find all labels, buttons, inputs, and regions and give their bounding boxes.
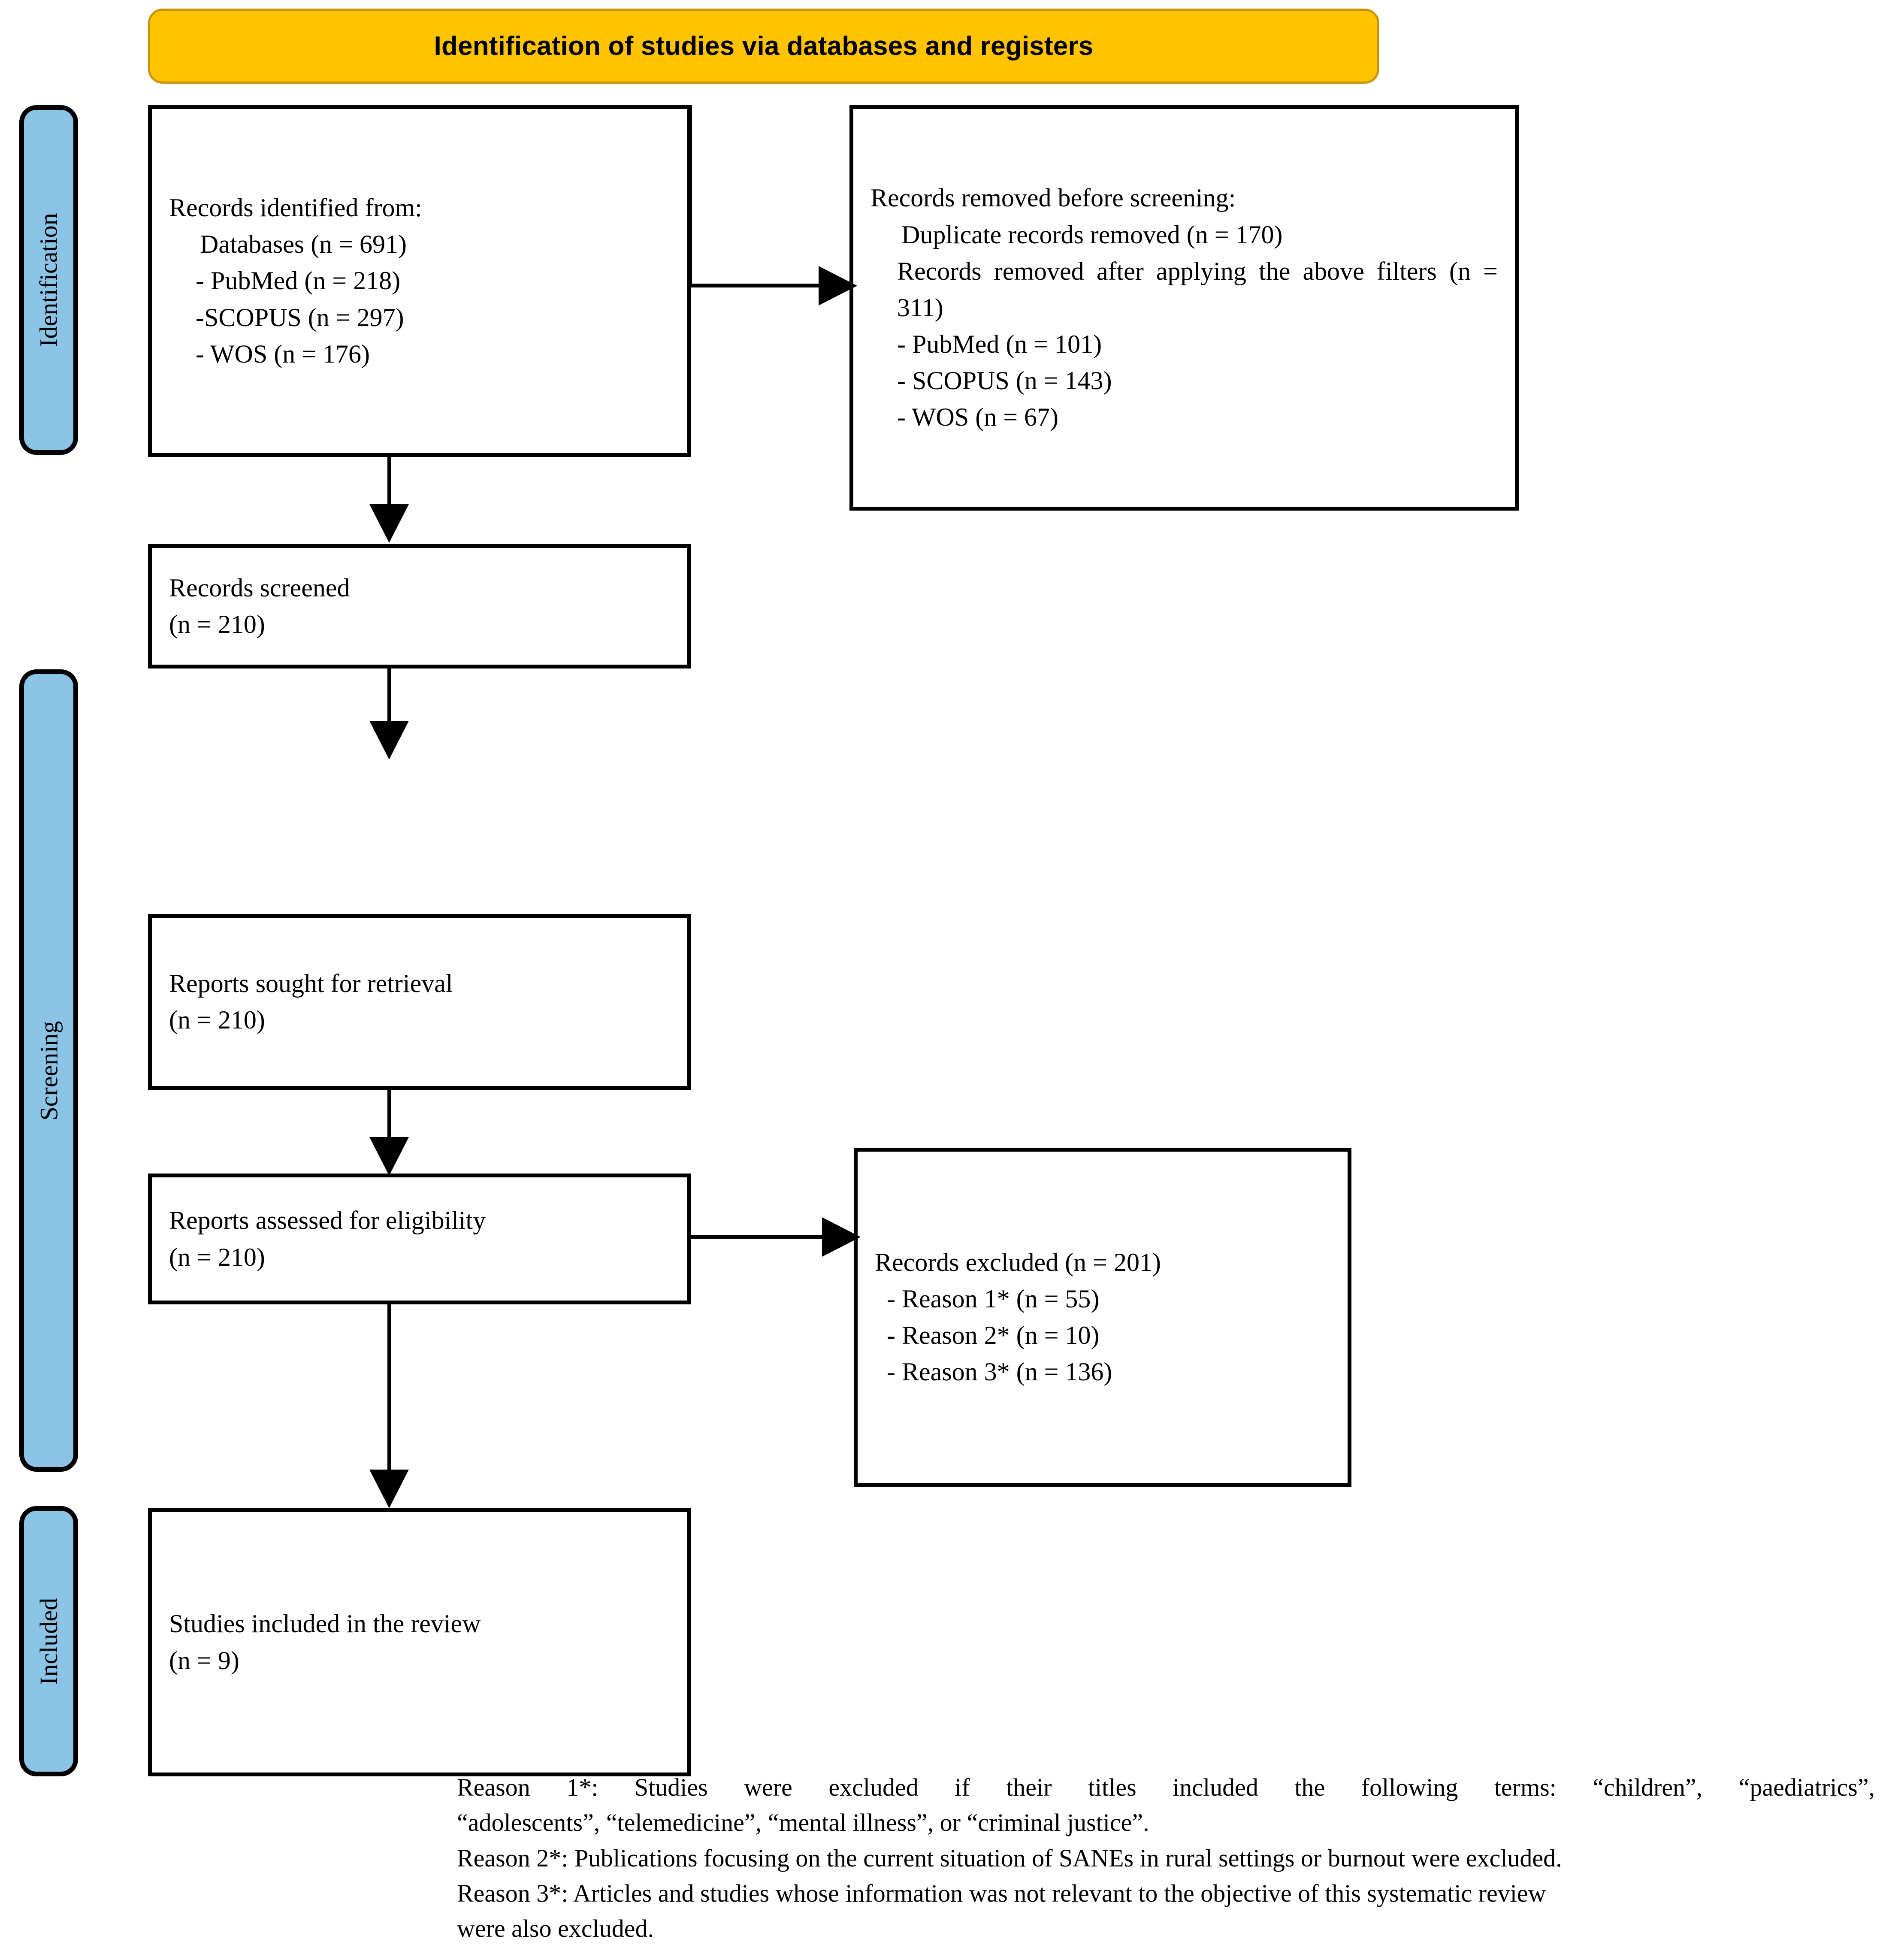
studies-included-count: (n = 9) — [169, 1646, 239, 1675]
footnote-reason-3-cont: were also excluded. — [457, 1915, 654, 1943]
diagram-title-banner: Identification of studies via databases … — [148, 9, 1379, 84]
connector-identified-to-screened-line — [387, 457, 391, 505]
records-identified-wos: - WOS (n = 176) — [196, 339, 370, 368]
reports-sought-label: Reports sought for retrieval — [169, 969, 453, 998]
footnote-reason-3: Reason 3*: Articles and studies whose in… — [457, 1879, 1546, 1908]
footnote-reason-1: Reason 1*: Studies were excluded if thei… — [457, 1773, 1875, 1801]
connector-identified-to-screened-arrowhead — [369, 504, 409, 543]
phase-label-screening: Screening — [19, 669, 78, 1472]
records-removed-wos: - WOS (n = 67) — [897, 403, 1059, 432]
reports-sought-count: (n = 210) — [169, 1006, 265, 1034]
connector-assessed-to-excluded-line — [691, 1235, 825, 1239]
records-removed-pubmed: - PubMed (n = 101) — [897, 330, 1102, 359]
box-studies-included: Studies included in the review (n = 9) — [148, 1508, 691, 1776]
connector-screened-to-sought-line — [387, 668, 391, 722]
connector-identified-to-removed-arrowhead — [819, 266, 857, 305]
records-identified-databases: Databases (n = 691) — [200, 230, 407, 259]
records-removed-duplicates: Duplicate records removed (n = 170) — [901, 220, 1283, 249]
phase-label-included: Included — [19, 1506, 78, 1776]
records-screened-label: Records screened — [169, 573, 350, 602]
footnotes: Reason 1*: Studies were excluded if thei… — [457, 1770, 1875, 1947]
records-removed-heading: Records removed before screening: — [870, 184, 1236, 212]
connector-assessed-to-excluded-arrowhead — [822, 1217, 861, 1257]
footnote-reason-1-cont: “adolescents”, “telemedicine”, “mental i… — [457, 1809, 1149, 1837]
phase-label-screening-text: Screening — [35, 1021, 63, 1120]
connector-sought-to-assessed-line — [387, 1090, 391, 1140]
records-identified-scopus: -SCOPUS (n = 297) — [196, 303, 404, 332]
connector-assessed-to-included-arrowhead — [369, 1470, 409, 1508]
box-records-excluded: Records excluded (n = 201) - Reason 1* (… — [854, 1148, 1351, 1487]
records-identified-pubmed: - PubMed (n = 218) — [196, 266, 401, 295]
studies-included-label: Studies included in the review — [169, 1609, 481, 1638]
footnote-reason-2: Reason 2*: Publications focusing on the … — [457, 1844, 1562, 1872]
connector-identified-to-removed-line — [688, 284, 821, 287]
records-screened-count: (n = 210) — [169, 610, 265, 638]
records-excluded-heading: Records excluded (n = 201) — [875, 1248, 1161, 1276]
connector-assessed-to-included-line — [387, 1304, 391, 1472]
records-excluded-reason-2: - Reason 2* (n = 10) — [887, 1321, 1100, 1349]
records-removed-scopus: - SCOPUS (n = 143) — [897, 366, 1112, 395]
diagram-title-text: Identification of studies via databases … — [434, 31, 1094, 61]
box-records-removed: Records removed before screening: Duplic… — [849, 105, 1519, 511]
box-reports-assessed: Reports assessed for eligibility (n = 21… — [148, 1174, 691, 1304]
phase-label-identification-text: Identification — [35, 213, 63, 347]
reports-assessed-label: Reports assessed for eligibility — [169, 1206, 486, 1235]
box-records-identified: Records identified from: Databases (n = … — [148, 105, 691, 457]
phase-label-included-text: Included — [35, 1597, 63, 1685]
box-reports-sought: Reports sought for retrieval (n = 210) — [148, 914, 691, 1090]
connector-screened-to-sought-arrowhead — [369, 721, 409, 759]
phase-label-identification: Identification — [19, 105, 78, 455]
records-excluded-reason-1: - Reason 1* (n = 55) — [887, 1284, 1100, 1313]
box-records-screened: Records screened (n = 210) — [148, 544, 691, 668]
reports-assessed-count: (n = 210) — [169, 1243, 265, 1271]
records-identified-heading: Records identified from: — [169, 194, 422, 222]
connector-identified-stub — [688, 105, 692, 286]
records-removed-filters: Records removed after applying the above… — [897, 257, 1498, 322]
connector-sought-to-assessed-arrowhead — [369, 1137, 409, 1176]
records-excluded-reason-3: - Reason 3* (n = 136) — [887, 1358, 1112, 1386]
